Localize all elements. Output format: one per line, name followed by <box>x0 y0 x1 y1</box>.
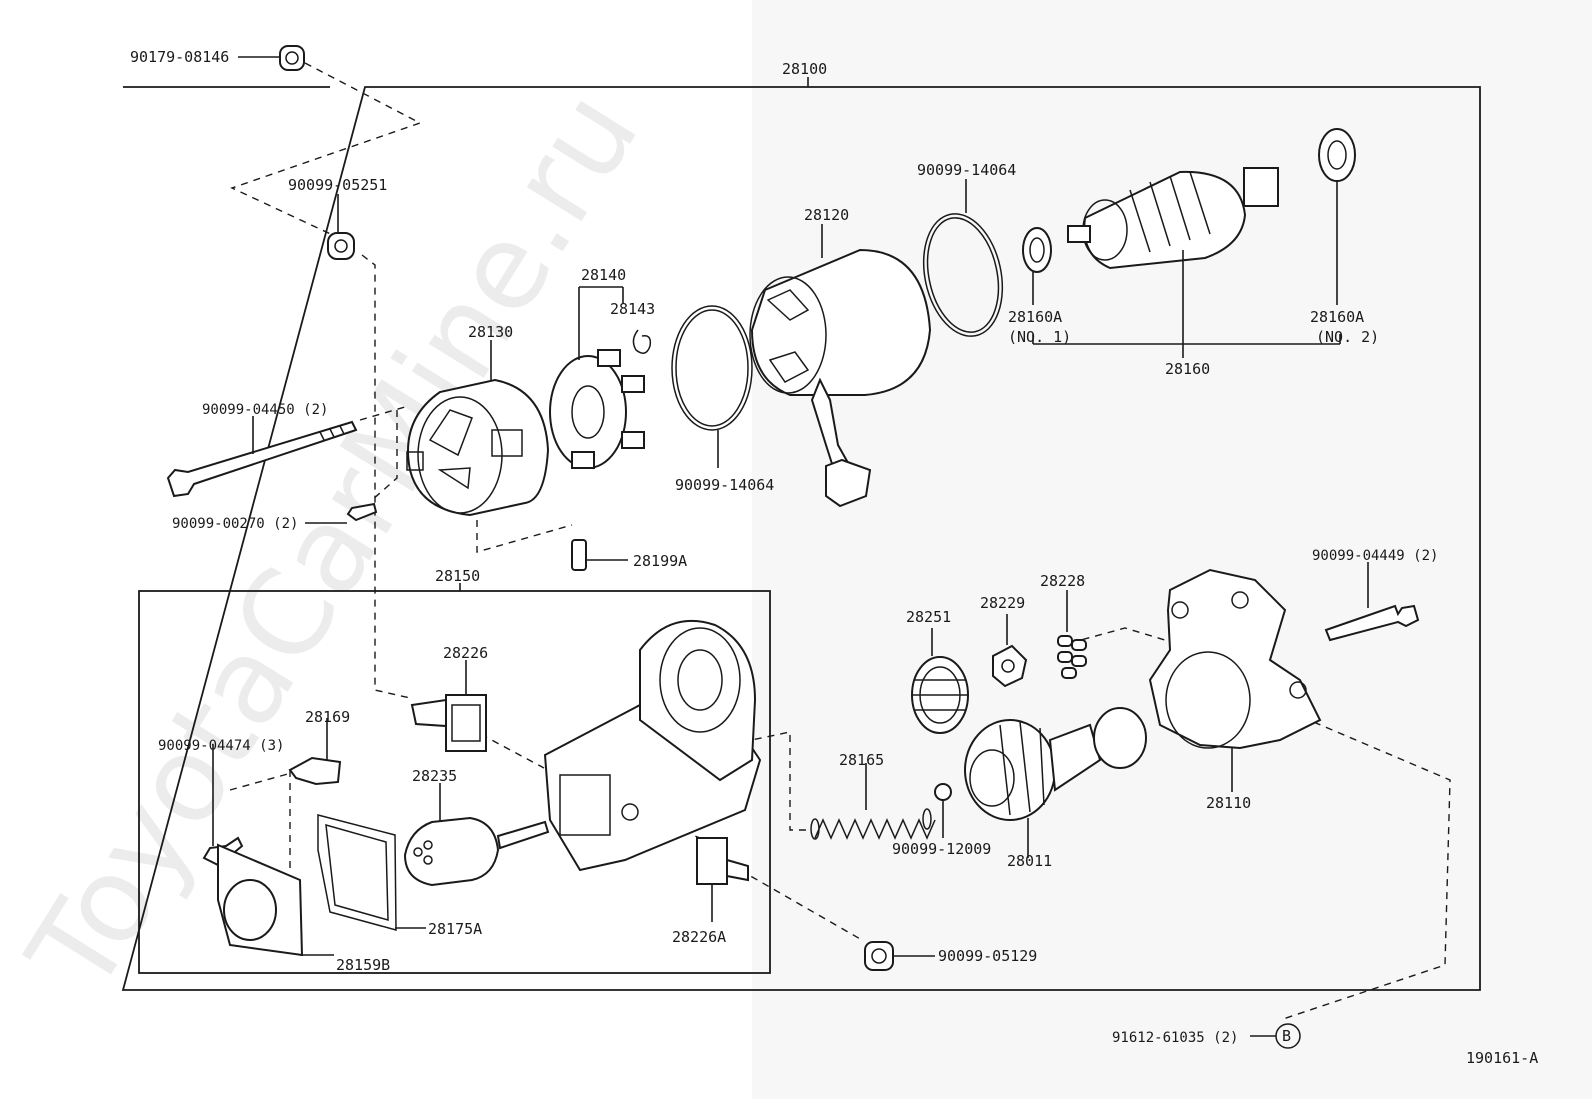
brush-holder-28140 <box>549 349 645 469</box>
terminal-28226 <box>410 694 487 752</box>
watermark-text: ToyotaCarMine.ru <box>1 68 665 1016</box>
label-28130: 28130 <box>468 323 513 341</box>
label-28140: 28140 <box>581 266 626 284</box>
assembly-frame-28100 <box>121 86 1481 991</box>
bearing-28160a-no2 <box>1318 128 1356 182</box>
dash-line-28199a <box>476 520 573 553</box>
bearing-28160a-no1 <box>1022 227 1052 273</box>
label-90099-05251: 90099-05251 <box>288 176 387 194</box>
nut-90099-05251 <box>327 232 355 260</box>
o-ring-90099-14064-right <box>922 213 1004 337</box>
commutator-end-frame-28130 <box>406 378 550 517</box>
nut-90179-08146 <box>279 45 305 71</box>
starter-clutch-28011 <box>964 707 1147 821</box>
label-28169: 28169 <box>305 708 350 726</box>
ball-90099-12009 <box>934 783 952 801</box>
nut-90099-05129 <box>864 941 894 971</box>
label-28226: 28226 <box>443 644 488 662</box>
dash-line-spring <box>741 731 810 831</box>
dash-line-left-vertical <box>361 254 411 699</box>
label-28160a-no1: 28160A <box>1008 308 1062 326</box>
part-28199a <box>571 539 587 571</box>
cover-28159b <box>217 843 304 957</box>
label-28159b: 28159B <box>336 956 390 974</box>
reference-b-marker: B <box>1275 1023 1301 1049</box>
label-90099-04449: 90099-04449 (2) <box>1312 548 1438 564</box>
label-28150: 28150 <box>435 567 480 585</box>
label-28160a-no2-sub: (NO. 2) <box>1316 328 1379 346</box>
brush-spring-28143 <box>632 329 652 354</box>
solenoid-housing-28150 <box>543 619 762 872</box>
label-28160a-no2: 28160A <box>1310 308 1364 326</box>
label-28229: 28229 <box>980 594 1025 612</box>
label-28165: 28165 <box>839 751 884 769</box>
label-28235: 28235 <box>412 767 457 785</box>
label-90099-04474: 90099-04474 (3) <box>158 738 284 754</box>
label-91612-61035: 91612-61035 (2) <box>1112 1030 1238 1046</box>
bolt-90099-04449 <box>1324 604 1420 642</box>
label-90099-05129: 90099-05129 <box>938 947 1037 965</box>
through-bolt-90099-04450 <box>166 420 358 498</box>
clip-28169 <box>288 756 342 786</box>
yoke-assembly-28120 <box>749 248 932 508</box>
dash-line-bolt-b <box>1279 711 1451 1021</box>
dash-line-bolt-side <box>371 410 398 501</box>
label-28228: 28228 <box>1040 572 1085 590</box>
starter-housing-28110 <box>1148 568 1322 750</box>
armature-28160 <box>1067 167 1279 270</box>
dash-line-28169 <box>229 771 296 791</box>
label-28199a: 28199A <box>633 552 687 570</box>
screw-90099-00270 <box>346 502 378 522</box>
o-ring-90099-14064-left <box>671 305 753 431</box>
label-28143: 28143 <box>610 300 655 318</box>
label-90179-08146: 90179-08146 <box>130 48 229 66</box>
dash-line-nut-05129 <box>739 869 863 941</box>
label-28011: 28011 <box>1007 852 1052 870</box>
gasket-28175a <box>317 814 397 931</box>
label-28226a: 28226A <box>672 928 726 946</box>
plunger-28235 <box>403 816 550 887</box>
dash-line-top-nuts <box>230 62 422 238</box>
label-28120: 28120 <box>804 206 849 224</box>
leader-28140 <box>578 286 624 360</box>
label-28100: 28100 <box>782 60 827 78</box>
reference-b-text: B <box>1282 1027 1291 1045</box>
label-28160: 28160 <box>1165 360 1210 378</box>
label-90099-14064-top: 90099-14064 <box>917 161 1016 179</box>
dash-line-bolt-top <box>359 406 406 421</box>
label-28175a: 28175A <box>428 920 482 938</box>
terminal-28226a <box>696 837 749 885</box>
retainer-28229 <box>992 644 1028 688</box>
diagram-id: 190161-A <box>1466 1049 1538 1067</box>
spring-28165 <box>810 808 936 840</box>
idler-gear-28251 <box>911 656 969 734</box>
label-28110: 28110 <box>1206 794 1251 812</box>
label-28251: 28251 <box>906 608 951 626</box>
label-28160a-no1-sub: (NO. 1) <box>1008 328 1071 346</box>
dash-line-28228 <box>1069 627 1166 644</box>
label-90099-12009: 90099-12009 <box>892 840 991 858</box>
label-90099-00270: 90099-00270 (2) <box>172 516 298 532</box>
subassembly-frame-28150 <box>138 590 771 974</box>
label-90099-04450: 90099-04450 (2) <box>202 402 328 418</box>
label-90099-14064-bottom: 90099-14064 <box>675 476 774 494</box>
rollers-28228 <box>1057 635 1087 679</box>
